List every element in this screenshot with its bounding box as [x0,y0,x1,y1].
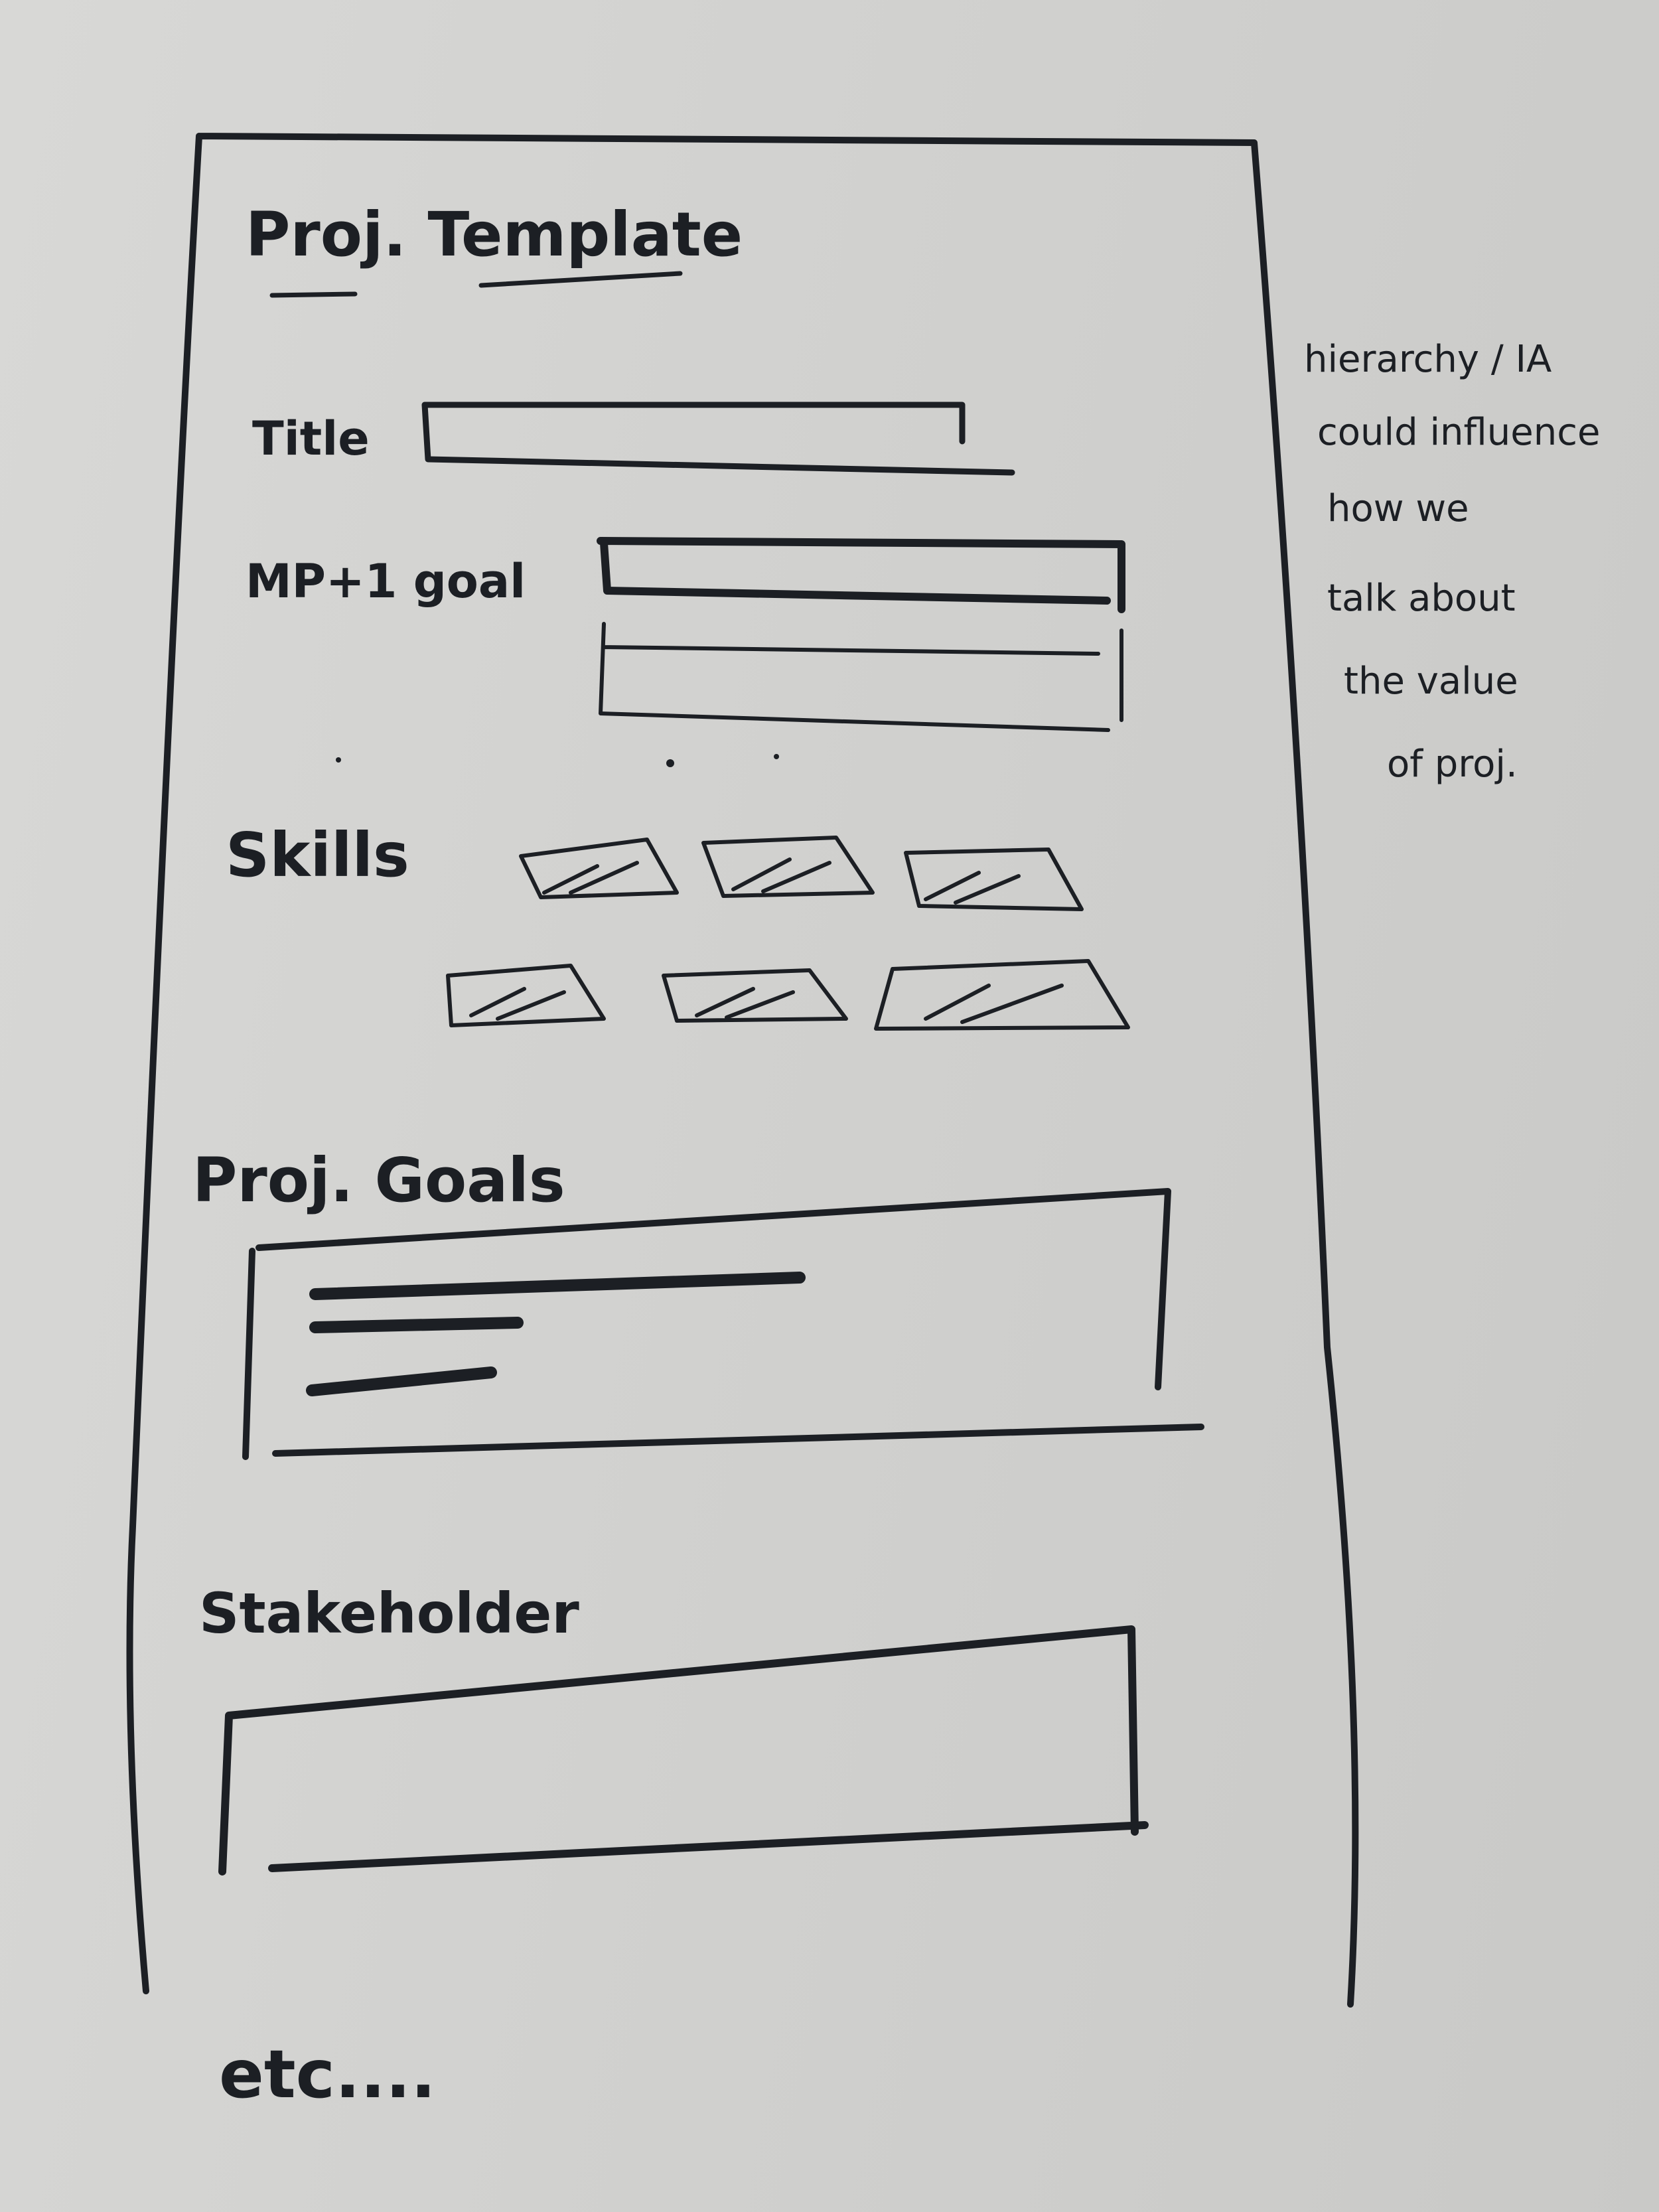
text-line-placeholder [306,1366,497,1396]
title-input[interactable] [421,402,1015,476]
note-line: talk about [1327,577,1516,620]
note-line: of proj. [1387,743,1518,786]
ink-dot [666,759,674,767]
proj-goals-card[interactable] [242,1188,1204,1460]
mp1-goal-label: MP+1 goal [246,554,526,609]
stakeholder-label: Stakeholder [199,1581,579,1646]
skill-chip[interactable] [701,836,875,898]
ink-dot [336,757,341,763]
skill-chip[interactable] [662,968,848,1023]
etc-note: etc.... [219,2035,436,2113]
ink-dot [774,754,779,759]
note-line: hierarchy / IA [1304,338,1551,381]
side-annotation: hierarchy / IA could influence how we ta… [1304,338,1600,786]
skill-chip[interactable] [446,964,606,1027]
note-line: the value [1344,660,1518,703]
page-title: Proj. Template [246,199,743,270]
skills-label: Skills [226,820,409,891]
stakeholder-card[interactable] [218,1625,1149,1876]
title-underline-1 [269,291,358,298]
skill-chip[interactable] [874,959,1130,1031]
page-frame [126,133,1359,2008]
proj-goals-label: Proj. Goals [192,1145,565,1216]
mp1-goal-input[interactable] [597,537,1125,613]
note-line: how we [1327,487,1469,530]
skill-chip[interactable] [519,838,679,899]
text-line-placeholder [309,1272,806,1300]
skill-chip[interactable] [904,848,1084,911]
mp1-goal-textarea[interactable] [599,622,1123,732]
title-label: Title [252,411,370,466]
title-underline-2 [478,271,683,288]
text-line-placeholder [309,1317,524,1333]
note-line: could influence [1317,411,1600,454]
